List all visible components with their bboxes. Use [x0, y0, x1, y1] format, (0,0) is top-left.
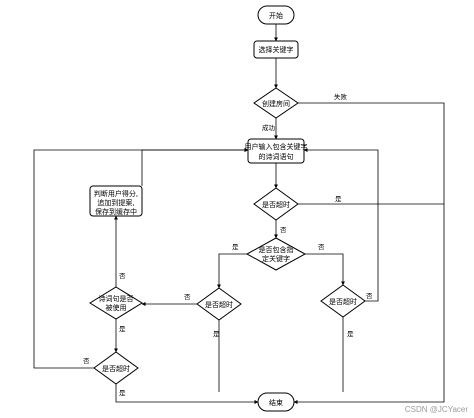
node-start-label: 开始: [269, 11, 283, 20]
node-timeout-left-label: 是否超时: [102, 364, 130, 373]
edge-contains-yes: [217, 253, 247, 289]
node-timeout-left: 是否超时: [93, 351, 139, 385]
edge-label-contains-no: 否: [318, 243, 325, 251]
edge-judge-to-input: [141, 148, 249, 186]
node-timeout-right: 是否超时: [320, 284, 366, 318]
node-poem-used-label-2: 被使用: [106, 303, 127, 312]
node-user-input-label-2: 的诗词语句: [259, 152, 294, 161]
edge-right-no: [303, 148, 379, 302]
node-judge-label-2: 追加到提案,: [97, 198, 134, 207]
edge-label-poem-no: 否: [119, 272, 126, 280]
edge-label-timeout-yes: 是: [335, 195, 342, 203]
edge-label-right-no: 否: [366, 292, 373, 300]
node-poem-used: 诗词句是否 被使用: [89, 286, 143, 320]
node-judge: 判断用户得分, 追加到提案, 保存到缓存中: [89, 185, 143, 217]
node-contains-keyword-label-1: 是否包含指: [259, 245, 294, 254]
edge-label-fail: 失败: [334, 92, 348, 101]
edge-left-no: [33, 148, 249, 369]
edge-label-contains-yes: 是: [232, 243, 239, 251]
node-end-label: 结束: [269, 398, 283, 407]
node-timeout-mid-label: 是否超时: [205, 300, 233, 309]
node-timeout-right-label: 是否超时: [329, 297, 357, 306]
node-contains-keyword-label-2: 定关键字: [262, 254, 290, 263]
node-timeout-check-label: 是否超时: [262, 200, 290, 209]
node-contains-keyword: 是否包含指 定关键字: [245, 237, 307, 271]
node-create-room: 创建房间: [253, 87, 299, 119]
node-judge-label-3: 保存到缓存中: [95, 207, 137, 216]
edge-label-left-yes: 是: [119, 389, 126, 397]
node-judge-label-1: 判断用户得分,: [94, 189, 138, 198]
edge-label-mid-no: 否: [184, 293, 191, 301]
edge-label-timeout-no: 否: [280, 226, 287, 234]
edge-label-success: 成功: [262, 123, 276, 132]
node-start: 开始: [257, 5, 295, 25]
node-select-keyword: 选择关键字: [253, 40, 299, 59]
edge-create-fail: [293, 102, 445, 404]
node-poem-used-label-1: 诗词句是否: [99, 294, 134, 303]
node-end: 结束: [257, 392, 295, 412]
edge-label-mid-yes: 是: [213, 330, 220, 338]
edge-left-yes: [115, 384, 259, 404]
node-select-keyword-label: 选择关键字: [259, 45, 294, 54]
edge-label-poem-yes: 是: [119, 325, 126, 333]
node-user-input-label-1: 用户输入包含关键字: [245, 142, 308, 151]
edge-contains-no: [305, 253, 345, 286]
node-timeout-check: 是否超时: [253, 187, 299, 221]
watermark: CSDN @JCYacer: [405, 405, 468, 414]
edge-label-right-yes: 是: [347, 330, 354, 338]
node-create-room-label: 创建房间: [262, 99, 290, 108]
edge-label-left-no: 否: [83, 357, 90, 365]
node-timeout-mid: 是否超时: [196, 287, 242, 321]
node-user-input: 用户输入包含关键字 的诗词语句: [245, 138, 308, 164]
